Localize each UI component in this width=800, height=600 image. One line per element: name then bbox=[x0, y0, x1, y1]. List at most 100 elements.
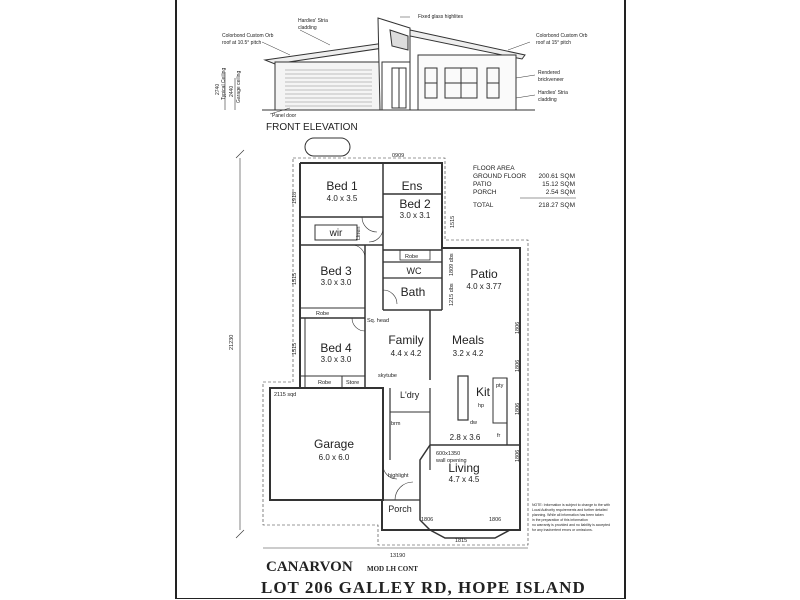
note-roof-right: Colorbond Custom Orb bbox=[536, 33, 588, 39]
note-rendered-2: brickveneer bbox=[538, 77, 564, 83]
dim-patio-dbs-1: 1809 dbs bbox=[449, 253, 455, 276]
room-bed4-size: 3.0 x 3.0 bbox=[321, 355, 352, 364]
room-brm: brm bbox=[391, 421, 401, 427]
area-patio-label: PATIO bbox=[473, 181, 492, 188]
disclaimer: NOTE: Information is subject to change t… bbox=[532, 503, 610, 532]
disclaimer-line-2: Local Authority requirements and further… bbox=[532, 508, 608, 512]
note-rendered: Rendered bbox=[538, 70, 560, 76]
dim-1806-right-b: 1806 bbox=[515, 360, 521, 372]
room-wir: wir bbox=[329, 228, 343, 239]
room-kit: Kit bbox=[476, 385, 491, 399]
dim-patio-dbs-2: 1215 dbs bbox=[449, 283, 455, 306]
elevation-notes: Fixed glass highlites Hardies' Stria cla… bbox=[215, 14, 588, 133]
room-bed2-size: 3.0 x 3.1 bbox=[400, 211, 431, 220]
room-sq-head: Sq. head bbox=[367, 318, 389, 324]
elevation-caption: FRONT ELEVATION bbox=[266, 122, 358, 133]
dim-1918: 1918 bbox=[292, 192, 298, 204]
dim-1515-c: 1515 bbox=[292, 343, 298, 355]
room-family-size: 4.4 x 4.2 bbox=[391, 349, 422, 358]
room-store: Store bbox=[346, 380, 359, 386]
garage-sqd: 2115 sqd bbox=[274, 392, 296, 398]
dim-1806-right-c: 1806 bbox=[515, 403, 521, 415]
note-roof-left-2: roof at 10.5° pitch bbox=[222, 40, 261, 46]
room-dw: dw bbox=[470, 420, 477, 426]
room-garage: Garage bbox=[314, 437, 354, 451]
room-pty: pty bbox=[496, 383, 504, 389]
room-kit-size: 2.8 x 3.6 bbox=[450, 433, 481, 442]
height-garage-ceiling: 2440 bbox=[229, 86, 235, 97]
plan-address: LOT 206 GALLEY RD, HOPE ISLAND bbox=[261, 578, 586, 597]
room-wc: WC bbox=[407, 266, 422, 276]
room-bed2: Bed 2 bbox=[399, 197, 431, 211]
disclaimer-line-5: no warranty is provided and no liability… bbox=[532, 523, 610, 527]
height-garage-ceiling-label: Garage ceiling bbox=[236, 71, 242, 103]
dim-1806-kit: 1806 bbox=[515, 450, 521, 462]
note-panel-door: Panel door bbox=[272, 113, 297, 119]
room-labels: Bed 1 4.0 x 3.5 Ens Bed 2 3.0 x 3.1 wir … bbox=[274, 179, 504, 514]
area-patio-value: 15.12 SQM bbox=[542, 181, 575, 188]
dim-overall-width: 13190 bbox=[390, 553, 405, 559]
area-total-label: TOTAL bbox=[473, 202, 494, 209]
note-roof-left: Colorbond Custom Orb bbox=[222, 33, 274, 39]
room-meals: Meals bbox=[452, 333, 484, 347]
height-typical-ceiling-label: Typical Ceiling bbox=[221, 68, 227, 100]
room-patio-size: 4.0 x 3.77 bbox=[466, 282, 502, 291]
dim-0909: 0909 bbox=[392, 153, 404, 159]
height-typical-ceiling: 2740 bbox=[215, 84, 221, 95]
room-living-size: 4.7 x 4.5 bbox=[449, 475, 480, 484]
room-bed1: Bed 1 bbox=[326, 179, 358, 193]
plan-variant: MOD LH CONT bbox=[367, 565, 418, 573]
room-porch: Porch bbox=[388, 504, 412, 514]
wall-opening-size: 600x1350 bbox=[436, 451, 460, 457]
note-fixed-glass: Fixed glass highlites bbox=[418, 14, 464, 20]
dim-1515-b: 1515 bbox=[292, 273, 298, 285]
room-robe-bed2: Robe bbox=[405, 254, 418, 260]
dim-1806-right: 1806 bbox=[515, 322, 521, 334]
front-elevation bbox=[224, 16, 536, 115]
note-stria-side-2: cladding bbox=[538, 97, 557, 103]
dim-1806-br: 1806 bbox=[489, 517, 501, 523]
area-total-value: 218.27 SQM bbox=[539, 202, 576, 209]
plan-name: CANARVON bbox=[266, 559, 353, 575]
room-bed3: Bed 3 bbox=[320, 264, 352, 278]
area-porch-label: PORCH bbox=[473, 189, 497, 196]
area-ground-value: 200.61 SQM bbox=[539, 173, 576, 180]
room-skytube: skytube bbox=[378, 373, 397, 379]
wall-opening-label: wall opening bbox=[435, 458, 467, 464]
floor-plan-walls bbox=[235, 137, 529, 549]
dim-overall-depth: 21230 bbox=[229, 335, 235, 350]
disclaimer-line-4: in the preparation of this information bbox=[532, 518, 588, 522]
room-linen: Linen bbox=[356, 227, 362, 240]
plan-dimensions: 21230 13190 0909 1918 1515 1515 1515 180… bbox=[229, 153, 521, 559]
room-fr: fr bbox=[497, 433, 501, 439]
note-roof-right-2: roof at 15° pitch bbox=[536, 40, 571, 46]
dim-1806-bl: 1806 bbox=[421, 517, 433, 523]
room-highlight: highlight bbox=[388, 473, 409, 479]
dim-1515-a: 1515 bbox=[450, 216, 456, 228]
disclaimer-line-3: planning. While all information has been… bbox=[532, 513, 604, 517]
room-bed3-size: 3.0 x 3.0 bbox=[321, 278, 352, 287]
area-porch-value: 2.54 SQM bbox=[546, 189, 575, 196]
note-stria-top-2: cladding bbox=[298, 25, 317, 31]
room-bed4: Bed 4 bbox=[320, 341, 352, 355]
note-stria-top: Hardies' Stria bbox=[298, 18, 328, 24]
room-hp: hp bbox=[478, 403, 484, 409]
floor-area-table: FLOOR AREA GROUND FLOOR 200.61 SQM PATIO… bbox=[473, 165, 576, 209]
room-family: Family bbox=[388, 333, 423, 347]
area-ground-label: GROUND FLOOR bbox=[473, 173, 526, 180]
room-robe-bed3: Robe bbox=[316, 311, 329, 317]
room-meals-size: 3.2 x 4.2 bbox=[453, 349, 484, 358]
room-patio: Patio bbox=[470, 267, 498, 281]
room-ens: Ens bbox=[402, 179, 423, 193]
room-garage-size: 6.0 x 6.0 bbox=[319, 453, 350, 462]
room-living: Living bbox=[448, 461, 479, 475]
room-ldry: L'dry bbox=[400, 390, 420, 400]
floor-area-heading: FLOOR AREA bbox=[473, 165, 515, 172]
room-robe-bed4: Robe bbox=[318, 380, 331, 386]
title-block: CANARVON MOD LH CONT LOT 206 GALLEY RD, … bbox=[261, 559, 586, 597]
disclaimer-line-6: for any inadvertent errors or omissions. bbox=[532, 528, 593, 532]
room-bath: Bath bbox=[401, 285, 426, 299]
disclaimer-line-1: NOTE: Information is subject to change t… bbox=[532, 503, 610, 507]
dim-1815: 1815 bbox=[455, 538, 467, 544]
